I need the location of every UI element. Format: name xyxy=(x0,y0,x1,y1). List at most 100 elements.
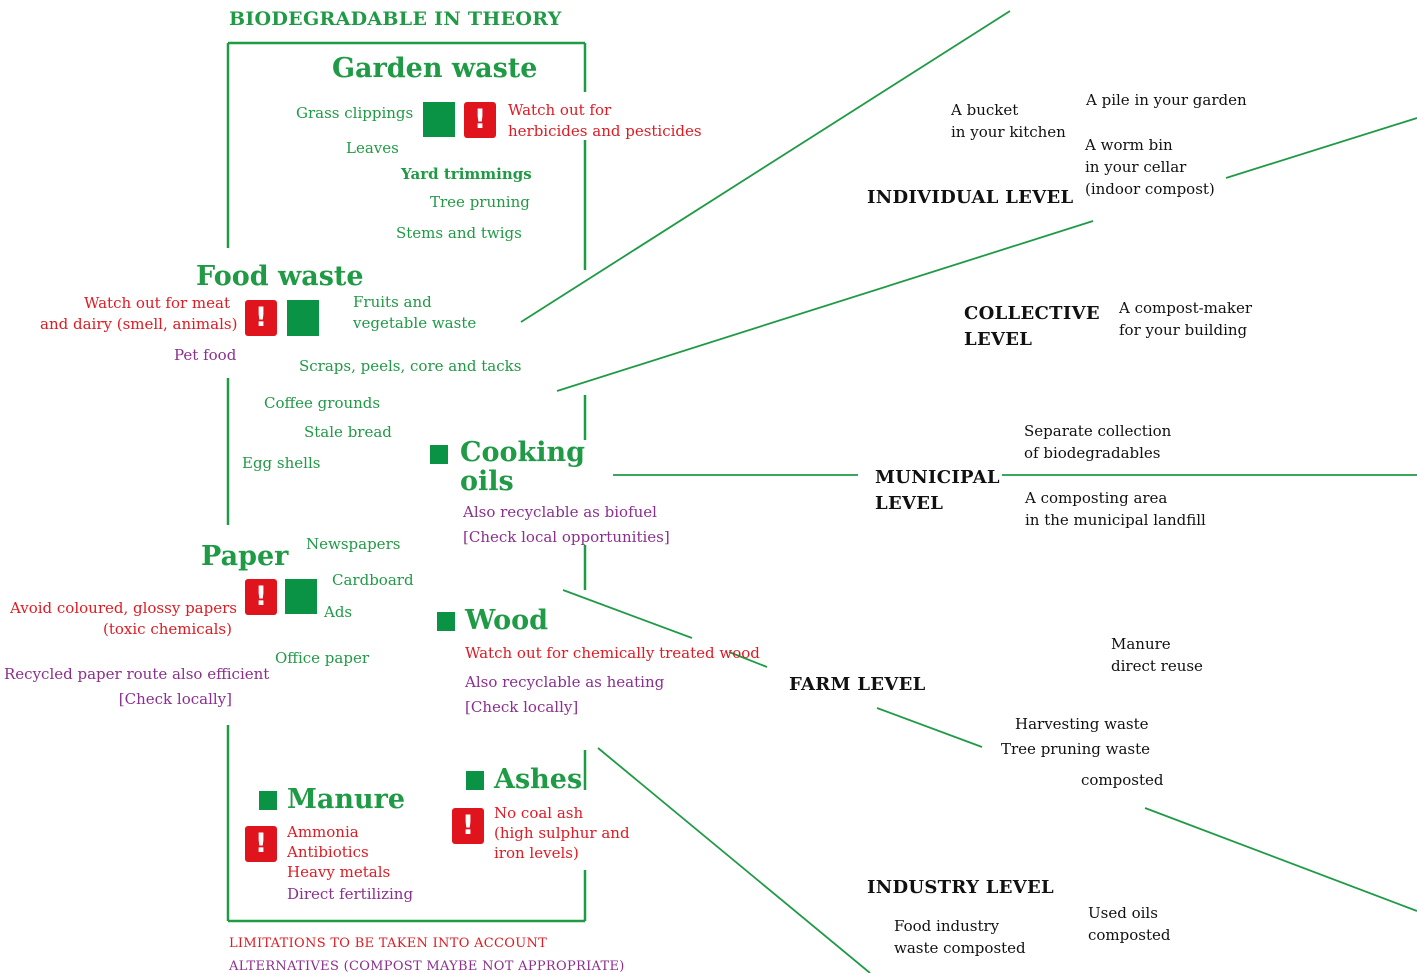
individual-option-pile: A pile in your garden xyxy=(1086,89,1247,111)
compostable-square-icon xyxy=(466,771,484,790)
manure-warning-line: Antibiotics xyxy=(287,843,369,861)
farm-option-manure: Manure direct reuse xyxy=(1111,633,1203,677)
individual-level-label: INDIVIDUAL LEVEL xyxy=(867,187,1074,208)
cooking-oils-alternative-line: Also recyclable as biofuel xyxy=(463,503,657,521)
cooking-oils-alternative-line: [Check local opportunities] xyxy=(463,528,670,546)
paper-item-newspapers: Newspapers xyxy=(306,535,401,553)
option-line: A composting area xyxy=(1025,489,1168,507)
option-line: Manure xyxy=(1111,635,1171,653)
cooking-oils-heading-line: Cooking xyxy=(460,437,585,468)
food-item-bread: Stale bread xyxy=(304,423,392,441)
option-line: Used oils xyxy=(1088,904,1158,922)
warning-exclamation-icon xyxy=(245,300,277,336)
garden-item-leaves: Leaves xyxy=(346,139,399,157)
option-line: composted xyxy=(1081,771,1164,789)
food-warning-line: and dairy (smell, animals) xyxy=(40,315,238,333)
warning-exclamation-icon xyxy=(464,102,496,138)
municipal-option-composting-area: A composting area in the municipal landf… xyxy=(1025,487,1206,531)
paper-heading: Paper xyxy=(201,541,289,572)
option-line: direct reuse xyxy=(1111,657,1203,675)
individual-option-worm-bin: A worm bin in your cellar (indoor compos… xyxy=(1085,134,1215,200)
ashes-warning-line: iron levels) xyxy=(494,844,579,862)
option-line: A worm bin xyxy=(1085,136,1173,154)
option-line: A pile in your garden xyxy=(1086,91,1247,109)
compostable-square-icon xyxy=(287,300,319,336)
option-line: A bucket xyxy=(951,101,1019,119)
collective-option-compost-maker: A compost-maker for your building xyxy=(1119,297,1252,341)
option-line: of biodegradables xyxy=(1024,444,1161,462)
paper-warning-line: (toxic chemicals) xyxy=(103,620,232,638)
garden-warning-line: herbicides and pesticides xyxy=(508,122,702,140)
farm-level-label: FARM LEVEL xyxy=(789,674,926,695)
warning-exclamation-icon xyxy=(245,579,277,615)
food-warning: Watch out for meat and dairy (smell, ani… xyxy=(40,293,238,335)
food-item-line: vegetable waste xyxy=(353,314,477,332)
option-line: for your building xyxy=(1119,321,1248,339)
food-item-scraps: Scraps, peels, core and tacks xyxy=(299,357,522,375)
cooking-oils-alternative: Also recyclable as biofuel [Check local … xyxy=(463,500,670,550)
warning-exclamation-icon xyxy=(452,808,484,844)
industry-level-label: INDUSTRY LEVEL xyxy=(867,877,1055,898)
option-line: Food industry xyxy=(894,917,1000,935)
industry-option-oils: Used oils composted xyxy=(1088,902,1171,946)
manure-warning-line: Heavy metals xyxy=(287,863,391,881)
municipal-level-label: MUNICIPAL LEVEL xyxy=(875,465,1000,517)
level-label-line: LEVEL xyxy=(964,329,1033,350)
option-line: in your cellar xyxy=(1085,158,1187,176)
paper-item-cardboard: Cardboard xyxy=(332,571,414,589)
option-line: composted xyxy=(1088,926,1171,944)
food-item-eggs: Egg shells xyxy=(242,454,321,472)
ashes-warning: No coal ash (high sulphur and iron level… xyxy=(494,803,630,863)
legend-limitations: LIMITATIONS TO BE TAKEN INTO ACCOUNT xyxy=(229,936,548,951)
warning-exclamation-icon xyxy=(245,826,277,862)
food-warning-line: Watch out for meat xyxy=(84,294,230,312)
option-line: Tree pruning waste xyxy=(1001,740,1151,758)
farm-option-composted: composted xyxy=(1081,769,1164,791)
paper-alternative-line: Recycled paper route also efficient xyxy=(4,665,270,683)
option-line: in your kitchen xyxy=(951,123,1066,141)
compostable-square-icon xyxy=(285,579,317,614)
level-label-line: LEVEL xyxy=(875,493,944,514)
wood-alternative-line: [Check locally] xyxy=(465,698,579,716)
ashes-warning-line: (high sulphur and xyxy=(494,824,630,842)
level-label-line: COLLECTIVE xyxy=(964,303,1100,324)
paper-warning-line: Avoid coloured, glossy papers xyxy=(10,599,237,617)
individual-option-bucket: A bucket in your kitchen xyxy=(951,99,1066,143)
option-line: Harvesting waste xyxy=(1015,715,1149,733)
option-line: in the municipal landfill xyxy=(1025,511,1206,529)
garden-item-grass: Grass clippings xyxy=(296,104,414,122)
food-item-line: Fruits and xyxy=(353,293,432,311)
farm-option-harvesting: Harvesting waste xyxy=(1015,713,1148,735)
paper-item-ads: Ads xyxy=(324,603,353,621)
municipal-option-collection: Separate collection of biodegradables xyxy=(1024,420,1171,464)
paper-alternative-line: [Check locally] xyxy=(118,690,232,708)
compostable-square-icon xyxy=(430,445,448,464)
option-line: Separate collection xyxy=(1024,422,1172,440)
compostable-square-icon xyxy=(259,791,277,810)
collective-level-label: COLLECTIVE LEVEL xyxy=(964,301,1100,353)
option-line: A compost-maker xyxy=(1119,299,1252,317)
compostable-square-icon xyxy=(437,612,455,631)
page-title: BIODEGRADABLE IN THEORY xyxy=(229,8,562,30)
cooking-oils-heading-line: oils xyxy=(460,466,514,497)
ashes-warning-line: No coal ash xyxy=(494,804,584,822)
wood-alternative: Also recyclable as heating [Check locall… xyxy=(465,670,664,720)
compostable-square-icon xyxy=(423,102,455,137)
industry-option-food: Food industry waste composted xyxy=(894,915,1026,959)
garden-item-tree-pruning: Tree pruning xyxy=(430,193,530,211)
level-label-line: MUNICIPAL xyxy=(875,467,1000,488)
manure-heading: Manure xyxy=(287,784,406,815)
food-item-coffee: Coffee grounds xyxy=(264,394,381,412)
paper-warning: Avoid coloured, glossy papers (toxic che… xyxy=(10,598,237,640)
garden-waste-heading: Garden waste xyxy=(332,53,538,84)
paper-item-office: Office paper xyxy=(275,649,369,667)
wood-warning: Watch out for chemically treated wood xyxy=(465,644,760,662)
food-item-fruits: Fruits and vegetable waste xyxy=(353,292,476,334)
ashes-heading: Ashes xyxy=(494,764,583,795)
option-line: (indoor compost) xyxy=(1085,180,1215,198)
manure-warning-line: Ammonia xyxy=(287,823,359,841)
food-waste-heading: Food waste xyxy=(196,261,364,292)
food-alternative-pet-food: Pet food xyxy=(174,346,237,364)
wood-heading: Wood xyxy=(465,605,549,636)
